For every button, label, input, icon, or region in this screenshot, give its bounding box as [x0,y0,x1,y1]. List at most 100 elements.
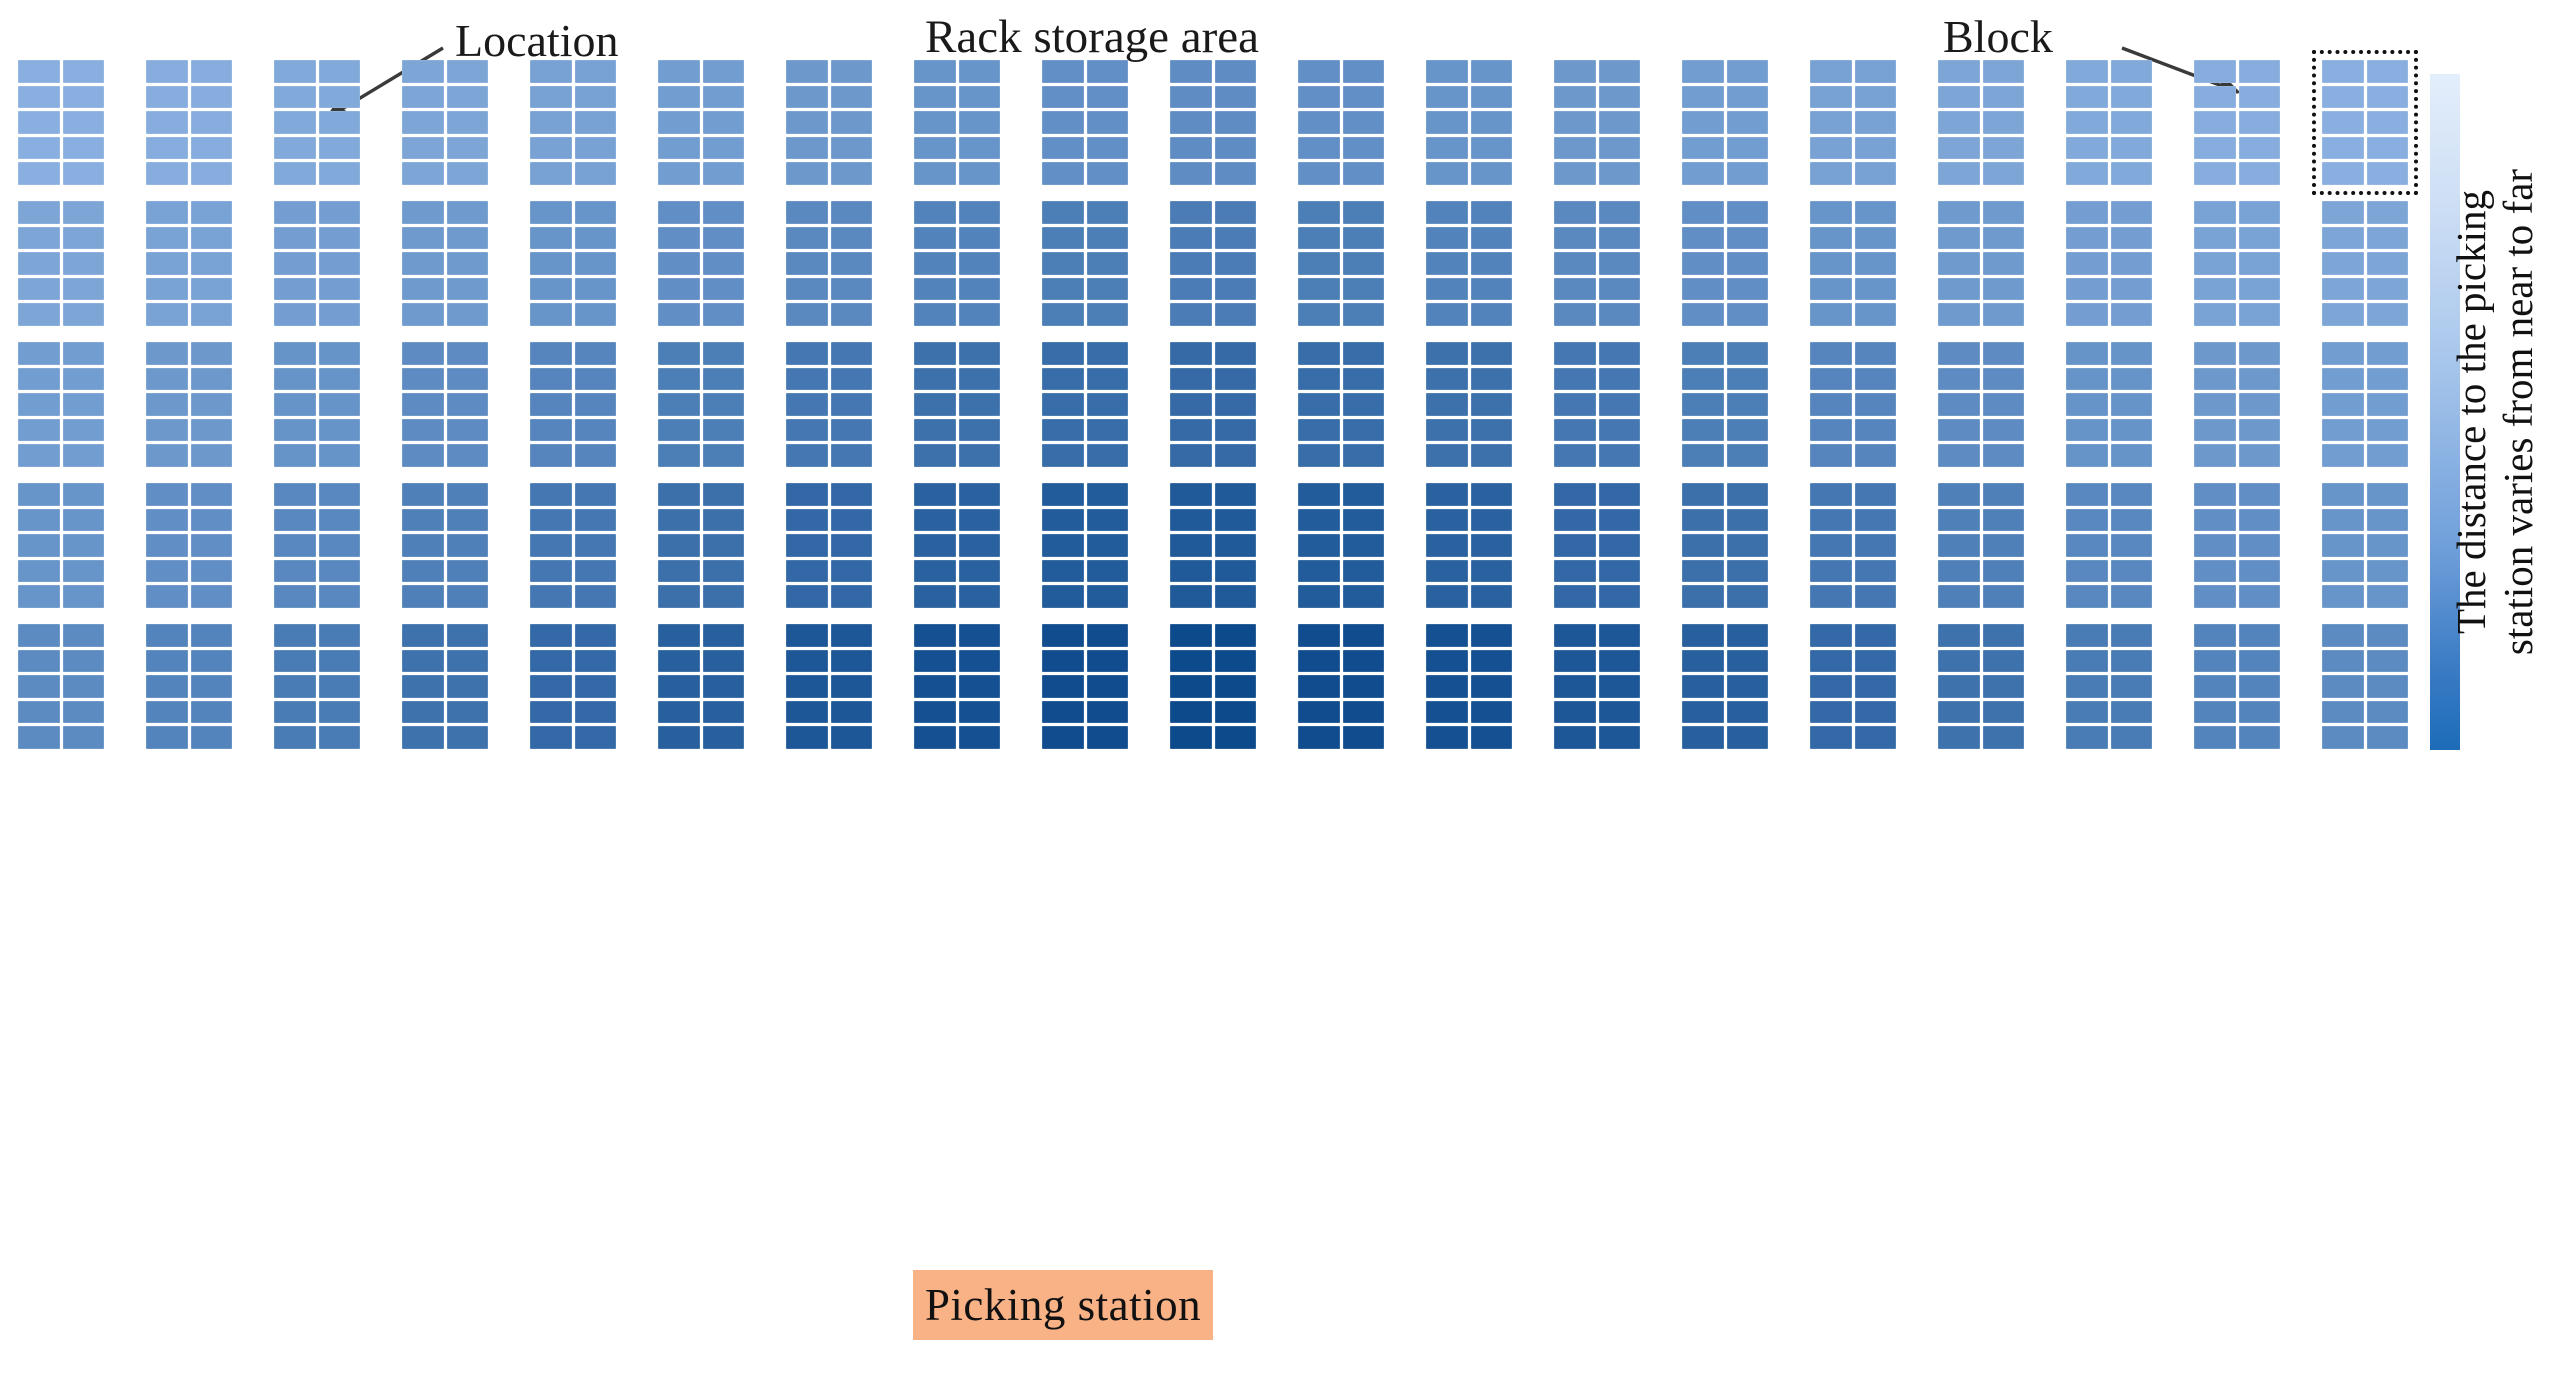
storage-block[interactable] [1298,201,1384,326]
storage-location[interactable] [1982,393,2024,416]
storage-location[interactable] [1938,585,1980,608]
storage-location[interactable] [702,367,744,391]
storage-location[interactable] [274,367,316,391]
storage-location[interactable] [2066,252,2108,275]
storage-location[interactable] [2194,111,2236,134]
storage-location[interactable] [190,534,232,557]
storage-location[interactable] [1598,252,1640,275]
storage-location[interactable] [1598,726,1640,749]
storage-location[interactable] [18,559,60,583]
storage-location[interactable] [1170,649,1212,673]
storage-block[interactable] [2194,483,2280,608]
storage-location[interactable] [958,201,1000,224]
storage-location[interactable] [318,534,360,557]
storage-location[interactable] [190,60,232,83]
storage-location[interactable] [1682,226,1724,250]
storage-location[interactable] [530,136,572,160]
storage-location[interactable] [18,277,60,301]
storage-location[interactable] [1554,444,1596,467]
storage-location[interactable] [1982,508,2024,532]
storage-location[interactable] [146,534,188,557]
storage-location[interactable] [958,277,1000,301]
storage-location[interactable] [446,534,488,557]
storage-location[interactable] [2110,508,2152,532]
storage-location[interactable] [1342,136,1384,160]
storage-location[interactable] [402,700,444,724]
storage-location[interactable] [2238,483,2280,506]
storage-location[interactable] [402,624,444,647]
storage-location[interactable] [146,136,188,160]
storage-location[interactable] [658,700,700,724]
storage-location[interactable] [530,226,572,250]
storage-location[interactable] [446,226,488,250]
storage-location[interactable] [1854,444,1896,467]
storage-location[interactable] [1086,277,1128,301]
storage-block[interactable] [1810,624,1896,749]
storage-location[interactable] [402,226,444,250]
storage-location[interactable] [2322,252,2364,275]
storage-location[interactable] [190,675,232,698]
storage-location[interactable] [18,367,60,391]
storage-location[interactable] [2066,483,2108,506]
storage-block[interactable] [786,483,872,608]
storage-location[interactable] [146,559,188,583]
storage-location[interactable] [2066,675,2108,698]
storage-location[interactable] [1682,111,1724,134]
storage-location[interactable] [1682,534,1724,557]
storage-location[interactable] [62,342,104,365]
storage-location[interactable] [318,201,360,224]
storage-location[interactable] [1086,418,1128,442]
storage-location[interactable] [2238,624,2280,647]
storage-location[interactable] [914,585,956,608]
storage-block[interactable] [2066,60,2152,185]
storage-location[interactable] [702,226,744,250]
storage-location[interactable] [1170,60,1212,83]
storage-location[interactable] [2238,201,2280,224]
storage-location[interactable] [1854,136,1896,160]
storage-location[interactable] [318,483,360,506]
storage-block[interactable] [402,624,488,749]
storage-location[interactable] [1086,393,1128,416]
storage-location[interactable] [658,277,700,301]
storage-location[interactable] [530,483,572,506]
storage-location[interactable] [1682,726,1724,749]
storage-location[interactable] [402,85,444,109]
storage-location[interactable] [1938,418,1980,442]
storage-location[interactable] [786,111,828,134]
storage-location[interactable] [1982,585,2024,608]
storage-location[interactable] [1554,342,1596,365]
storage-location[interactable] [1470,60,1512,83]
storage-location[interactable] [274,508,316,532]
storage-location[interactable] [1982,700,2024,724]
storage-location[interactable] [1170,726,1212,749]
storage-location[interactable] [1170,624,1212,647]
storage-location[interactable] [62,226,104,250]
storage-location[interactable] [190,393,232,416]
storage-location[interactable] [1426,342,1468,365]
storage-block[interactable] [2066,624,2152,749]
storage-location[interactable] [1682,585,1724,608]
storage-location[interactable] [786,60,828,83]
storage-location[interactable] [1170,585,1212,608]
storage-location[interactable] [190,303,232,326]
storage-location[interactable] [1042,342,1084,365]
storage-location[interactable] [658,559,700,583]
storage-location[interactable] [1042,675,1084,698]
storage-block[interactable] [18,483,104,608]
storage-location[interactable] [1086,226,1128,250]
storage-location[interactable] [1170,85,1212,109]
storage-location[interactable] [1342,277,1384,301]
storage-location[interactable] [574,534,616,557]
storage-location[interactable] [702,111,744,134]
storage-location[interactable] [18,700,60,724]
storage-location[interactable] [530,534,572,557]
storage-location[interactable] [1854,585,1896,608]
storage-location[interactable] [62,559,104,583]
storage-location[interactable] [1086,111,1128,134]
storage-location[interactable] [1598,508,1640,532]
storage-location[interactable] [190,85,232,109]
storage-location[interactable] [402,508,444,532]
storage-location[interactable] [1854,162,1896,185]
storage-location[interactable] [1682,508,1724,532]
storage-location[interactable] [830,585,872,608]
